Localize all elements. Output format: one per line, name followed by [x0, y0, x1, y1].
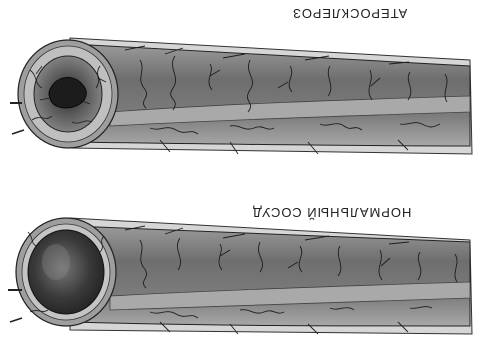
- normal-vessel: [8, 218, 472, 334]
- atherosclerotic-vessel: [10, 38, 472, 154]
- atherosclerosis-label: АТЕРОСКЛЕРОЗ: [292, 6, 407, 21]
- normal-vessel-label: НОРМАЛЬНЫЙ СОСУД: [252, 205, 411, 220]
